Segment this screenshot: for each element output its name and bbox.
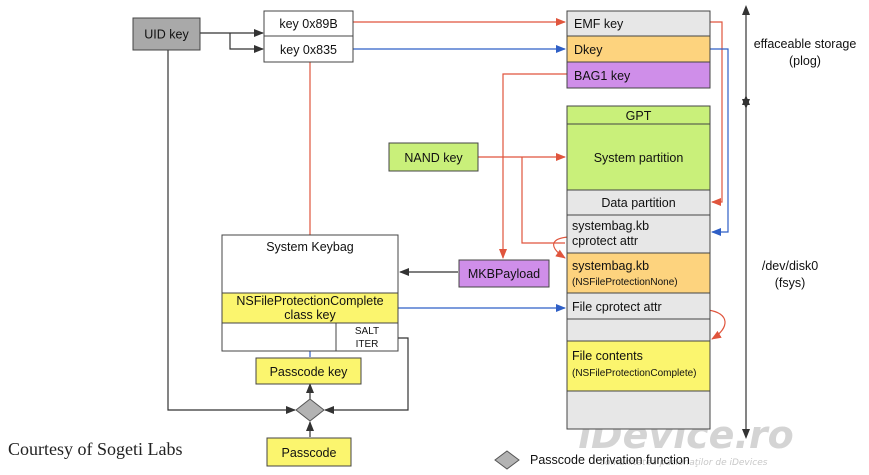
watermark-tagline: comunitatea pasionaţilor de iDevices: [600, 458, 768, 468]
disk-free-box: [566, 390, 711, 430]
bag1-key-label: BAG1 key: [574, 69, 631, 83]
systembag-attr-box: [566, 214, 711, 254]
file-attr-to-contents-arrow: [707, 309, 726, 340]
system-keybag-title: System Keybag: [266, 240, 354, 254]
effaceable-storage-stack: EMF key Dkey BAG1 key: [566, 10, 711, 89]
dkey-label: Dkey: [574, 43, 603, 57]
system-partition-label: System partition: [594, 151, 684, 165]
disk-label-line1: /dev/disk0: [762, 259, 818, 273]
uid-to-derivation-line: [167, 50, 296, 414]
legend-derivation-label: Passcode derivation function: [530, 453, 690, 467]
dkey-box: [566, 35, 711, 63]
passcode-key-box: Passcode key: [255, 357, 362, 385]
system-keybag: System Keybag NSFileProtectionComplete c…: [221, 234, 399, 352]
class-key-box: [221, 292, 399, 324]
system-partition-box: [566, 123, 711, 191]
passcode-box: Passcode: [266, 437, 352, 467]
nand-to-attr-line: [521, 157, 565, 244]
iter-label: ITER: [356, 339, 379, 350]
effaceable-label-line2: (plog): [789, 54, 821, 68]
effaceable-label-line1: effaceable storage: [754, 37, 857, 51]
file-cprotect-attr-box: [566, 292, 711, 320]
salt-iter-to-derivation-arrow: [324, 337, 409, 414]
disk-stack: GPT System partition Data partition syst…: [566, 105, 711, 430]
key-89b-label: key 0x89B: [279, 17, 337, 31]
gpt-label: GPT: [626, 109, 652, 123]
legend: Passcode derivation function: [494, 450, 690, 470]
salt-label: SALT: [355, 326, 379, 337]
bag1-key-box: [566, 61, 711, 89]
systembag-attr-line2: cprotect attr: [572, 234, 638, 248]
key-835-label: key 0x835: [280, 43, 337, 57]
systembag-attr-line1: systembag.kb: [572, 219, 649, 233]
mkbpayload-label: MKBPayload: [468, 267, 540, 281]
key-835-box: key 0x835: [263, 35, 354, 63]
file-contents-line2: (NSFileProtectionComplete): [572, 368, 697, 379]
data-partition-label: Data partition: [601, 196, 675, 210]
uid-to-key835-arrow: [229, 33, 264, 53]
systembag-kb-box: [566, 252, 711, 294]
dkey-to-systembag-attr-arrow: [710, 48, 729, 236]
emf-key-box: [566, 10, 711, 37]
credit-text: Courtesy of Sogeti Labs: [8, 439, 182, 459]
systembag-attr-to-systembag-arrow: [553, 236, 570, 259]
disk-gap-box: [566, 318, 711, 342]
file-contents-box: [566, 340, 711, 392]
systembag-kb-line1: systembag.kb: [572, 259, 649, 273]
emf-key-label: EMF key: [574, 17, 624, 31]
passcode-key-label: Passcode key: [270, 365, 349, 379]
systembag-kb-line2: (NSFileProtectionNone): [572, 277, 678, 288]
file-cprotect-attr-label: File cprotect attr: [572, 300, 662, 314]
uid-key-box: UID key: [132, 17, 201, 51]
emf-to-data-partition-arrow: [710, 21, 723, 206]
file-contents-line1: File contents: [572, 349, 643, 363]
passcode-label: Passcode: [282, 446, 337, 460]
bag1-to-mkbpayload-arrow: [499, 73, 567, 259]
disk-label-line2: (fsys): [775, 276, 806, 290]
uid-key-label: UID key: [144, 28, 189, 42]
nand-key-box: NAND key: [388, 142, 479, 172]
mkbpayload-box: MKBPayload: [458, 259, 550, 288]
nand-key-label: NAND key: [404, 151, 463, 165]
passcode-derivation-diamond: [295, 398, 325, 422]
legend-diamond-icon: [494, 450, 520, 470]
class-key-line1: NSFileProtectionComplete: [236, 294, 383, 308]
salt-iter-box: [335, 322, 399, 352]
class-key-line2: class key: [284, 308, 336, 322]
key-89b-box: key 0x89B: [263, 10, 354, 37]
